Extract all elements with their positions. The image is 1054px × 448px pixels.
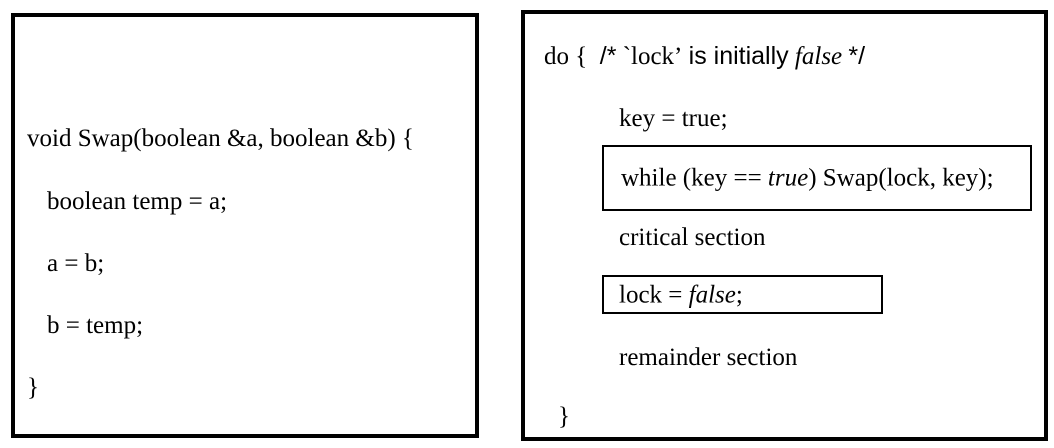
lock-value-false: false [688, 281, 736, 308]
comment-value-false: false [794, 43, 843, 70]
code-line-swap-signature: void Swap(boolean &a, boolean &b) { [27, 125, 414, 152]
code-line-critical-section: critical section [619, 224, 766, 251]
code-line-assign-a: a = b; [47, 250, 105, 277]
while-swap-highlight-box: while (key == true) Swap(lock, key); [602, 145, 1032, 211]
while-prefix: while (key == [621, 164, 762, 192]
code-line-remainder-section: remainder section [619, 344, 798, 371]
mutual-exclusion-panel: do { /* `lock’ is initially false */ key… [521, 10, 1048, 441]
code-line-do-with-comment: do { /* `lock’ is initially false */ [544, 42, 866, 70]
while-value-true: true [767, 164, 809, 192]
code-line-while-swap: while (key == true) Swap(lock, key); [621, 166, 994, 191]
swap-procedure-panel: void Swap(boolean &a, boolean &b) { bool… [11, 13, 479, 438]
comment-close-token: */ [848, 42, 866, 70]
code-line-assign-b: b = temp; [47, 312, 144, 339]
lock-suffix: ; [735, 281, 743, 308]
lock-prefix: lock = [619, 281, 683, 308]
comment-middle-text: is initially [688, 42, 789, 70]
comment-open-token: /* [599, 42, 617, 70]
do-keyword: do { [544, 43, 588, 70]
code-line-lock-release: lock = false; [619, 282, 743, 307]
code-line-declare-temp: boolean temp = a; [47, 188, 228, 215]
code-line-do-close-brace: } [558, 403, 570, 430]
comment-variable-lock: `lock’ [622, 43, 683, 70]
code-line-swap-close-brace: } [27, 374, 39, 401]
while-suffix: ) Swap(lock, key); [808, 164, 994, 192]
lock-release-highlight-box: lock = false; [602, 275, 883, 314]
code-line-key-assign: key = true; [619, 105, 728, 132]
